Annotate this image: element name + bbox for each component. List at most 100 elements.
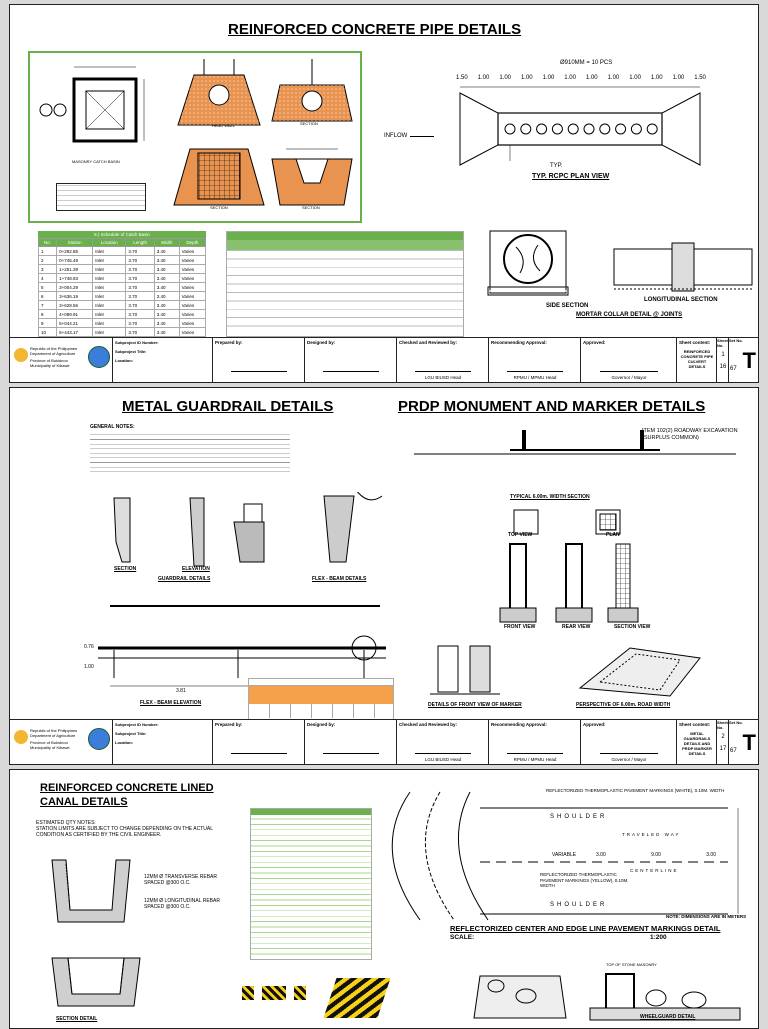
table-cell: 3.40 — [153, 273, 180, 283]
section-detail-label: SECTION DETAIL — [56, 1016, 98, 1022]
hazard-marker-1 — [242, 986, 254, 1000]
table-cell: Varies — [178, 291, 207, 301]
table-cell: 3+004.29 — [56, 282, 94, 292]
tb2-approved: Approved: — [583, 722, 606, 727]
top-view-label: TOP VIEW — [508, 532, 533, 538]
tb-content-value: REINFORCED CONCRETE PIPE CULVERT DETAILS — [680, 349, 714, 369]
table-cell: 6+443.17 — [56, 327, 94, 337]
spacing-dim: 1.00 — [542, 75, 555, 81]
sheet-canal-details: REINFORCED CONCRETE LINED CANAL DETAILS … — [9, 769, 759, 1029]
table-cell: 4 — [37, 273, 58, 283]
da-logo-2 — [14, 730, 28, 744]
table-cell: 3 — [37, 264, 58, 274]
shoulder-label-top: SHOULDER — [550, 814, 608, 820]
table-cell: Varies — [178, 318, 207, 328]
section-view-label: SECTION VIEW — [614, 624, 651, 630]
catch-basin-col-header: Width — [153, 238, 180, 247]
sheet2-title-right: PRDP MONUMENT AND MARKER DETAILS — [398, 398, 706, 415]
table-cell: Varies — [178, 282, 207, 292]
table-cell: 3.70 — [125, 273, 155, 283]
tb2-content-value: METAL GUARDRAILS DETAILS AND PRDP MARKER… — [682, 731, 712, 756]
front-view-label: FRONT VIEW — [504, 624, 536, 630]
guardrail-section-label: SECTION — [114, 566, 137, 572]
tb-sig-recommend: RPMU / MPMU Head — [513, 375, 557, 380]
inflow-arrow — [410, 136, 434, 137]
table-cell: 3.40 — [153, 309, 180, 319]
table-cell: 1 — [37, 246, 58, 256]
tb-set-total: 67 — [730, 366, 737, 372]
tb-sheetno-label: Sheet No. — [717, 338, 728, 348]
table-cell: Varies — [178, 309, 207, 319]
tb-prepared: Prepared by: — [215, 340, 243, 345]
mortar-collar-label: MORTAR COLLAR DETAIL @ JOINTS — [576, 312, 683, 318]
marker-top-plan-drawing — [513, 509, 621, 535]
tb2-recommend-cell: Recommending Approval:RPMU / MPMU Head — [488, 720, 581, 764]
tb2-recommend: Recommending Approval: — [491, 722, 547, 727]
tb2-sig-approve: Governor / Mayor — [611, 757, 647, 762]
tb-designed-cell: Designed by: — [304, 338, 397, 382]
tb2-set-label: Set No. — [729, 720, 743, 725]
tb-subproject: Subproject ID Number: — [115, 340, 159, 345]
table-cell: 8 — [37, 309, 58, 319]
longitudinal-section-drawing — [613, 242, 753, 292]
catch-basin-col-header: Length — [125, 238, 155, 247]
tb-set-letter: T — [742, 348, 756, 373]
tb2-approved-cell: Approved: Governor / Mayor — [580, 720, 677, 764]
table-cell: Inlet — [92, 291, 127, 301]
table-cell: Varies — [178, 246, 207, 256]
tb2-designed: Designed by: — [307, 722, 336, 727]
pavement-dim: 3.00 — [596, 852, 606, 858]
tb2-municipality: Municipality of Kibawe — [30, 745, 70, 750]
tb-sig-approve: Governor / Mayor — [611, 375, 647, 380]
side-section-drawing — [487, 230, 569, 296]
tb-prepared-cell: Prepared by: — [212, 338, 305, 382]
table-cell: Varies — [178, 300, 207, 310]
traveled-way-label: TRAVELED WAY — [622, 832, 681, 837]
tb2-designed-cell: Designed by: — [304, 720, 397, 764]
section-label-2: SECTION — [210, 205, 228, 210]
table-cell: 3.40 — [153, 264, 180, 274]
lgu-seal-2 — [88, 728, 110, 750]
flex-beam-elevation-drawing — [98, 605, 386, 687]
guardrail-schedule-row — [249, 704, 393, 718]
guardrail-details-label: GUARDRAIL DETAILS — [158, 576, 211, 582]
catch-basin-col-header: Station — [56, 238, 94, 247]
table-cell: Inlet — [92, 246, 127, 256]
title-block-1: Republic of the Philippines Department o… — [10, 337, 758, 382]
rebar-2-label: 12MM Ø LONGITUDINAL REBAR SPACED @300 O.… — [144, 898, 220, 910]
pipe-joint — [504, 123, 516, 135]
tb2-province: Province of Bukidnon — [30, 740, 68, 745]
table-cell: Inlet — [92, 300, 127, 310]
tb-recommend: Recommending Approval: — [491, 340, 547, 345]
pipe-schedule-table — [226, 231, 464, 337]
spacing-dim: 1.00 — [499, 75, 511, 81]
canal-detail-drawing — [51, 957, 141, 1007]
sheet2-title-left: METAL GUARDRAIL DETAILS — [122, 398, 334, 415]
table-cell: 10 — [37, 327, 58, 337]
tb-content-label: Sheet content: — [679, 340, 711, 345]
guardrail-schedule — [248, 678, 394, 720]
excavation-label: ITEM 102(2) ROADWAY EXCAVATION (SURPLUS … — [642, 428, 738, 441]
table-cell: 3.40 — [153, 255, 180, 265]
headwall-drawing — [177, 59, 261, 126]
section-label-3: SECTION — [302, 205, 320, 210]
table-cell: 5+044.21 — [56, 318, 94, 328]
tb-approved: Approved: — [583, 340, 606, 345]
pavement-dim: 9.00 — [651, 852, 661, 858]
rear-view-label: REAR VIEW — [562, 624, 591, 630]
table-cell: 3.70 — [125, 327, 155, 337]
plan-view-label: TYP. RCPC PLAN VIEW — [532, 173, 610, 180]
typ-label: TYP. — [550, 163, 563, 169]
side-section-label: SIDE SECTION — [546, 303, 589, 309]
tb2-prepared-cell: Prepared by: — [212, 720, 305, 764]
table-cell: 3.70 — [125, 318, 155, 328]
pipe-joint — [615, 123, 627, 135]
table-cell: 3.70 — [125, 309, 155, 319]
